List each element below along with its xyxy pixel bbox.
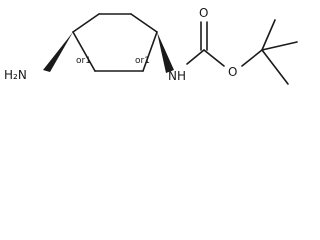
bond-tbu-down <box>261 49 289 85</box>
bond-tbu-right <box>261 41 298 51</box>
stereo-label-left: or1 <box>76 56 91 66</box>
molecule-diagram: H₂N NH O O or1 or1 <box>4 6 298 85</box>
atom-label-nh2: H₂N <box>4 68 27 82</box>
wedge-bond-amine <box>43 32 73 72</box>
bond-o-tbu <box>241 49 263 67</box>
bond-c-o-ester <box>203 49 225 67</box>
ring-bond-4 <box>142 31 158 72</box>
bond-n-c <box>186 49 205 65</box>
ring-bond-1 <box>72 13 100 33</box>
ring-bond-6 <box>72 31 96 72</box>
carbamate-chain <box>186 19 298 85</box>
ring-bond-3 <box>130 13 158 33</box>
structure-canvas: H₂N NH O O or1 or1 <box>0 0 304 104</box>
atom-label-carbonyl-o: O <box>199 6 208 20</box>
atom-label-ester-o: O <box>228 65 237 79</box>
cyclohexane-ring <box>72 13 158 72</box>
bond-tbu-up <box>261 19 276 51</box>
wedge-bond-amide <box>157 32 174 73</box>
atom-label-nh: NH <box>168 69 186 83</box>
stereo-label-right: or1 <box>135 56 150 66</box>
